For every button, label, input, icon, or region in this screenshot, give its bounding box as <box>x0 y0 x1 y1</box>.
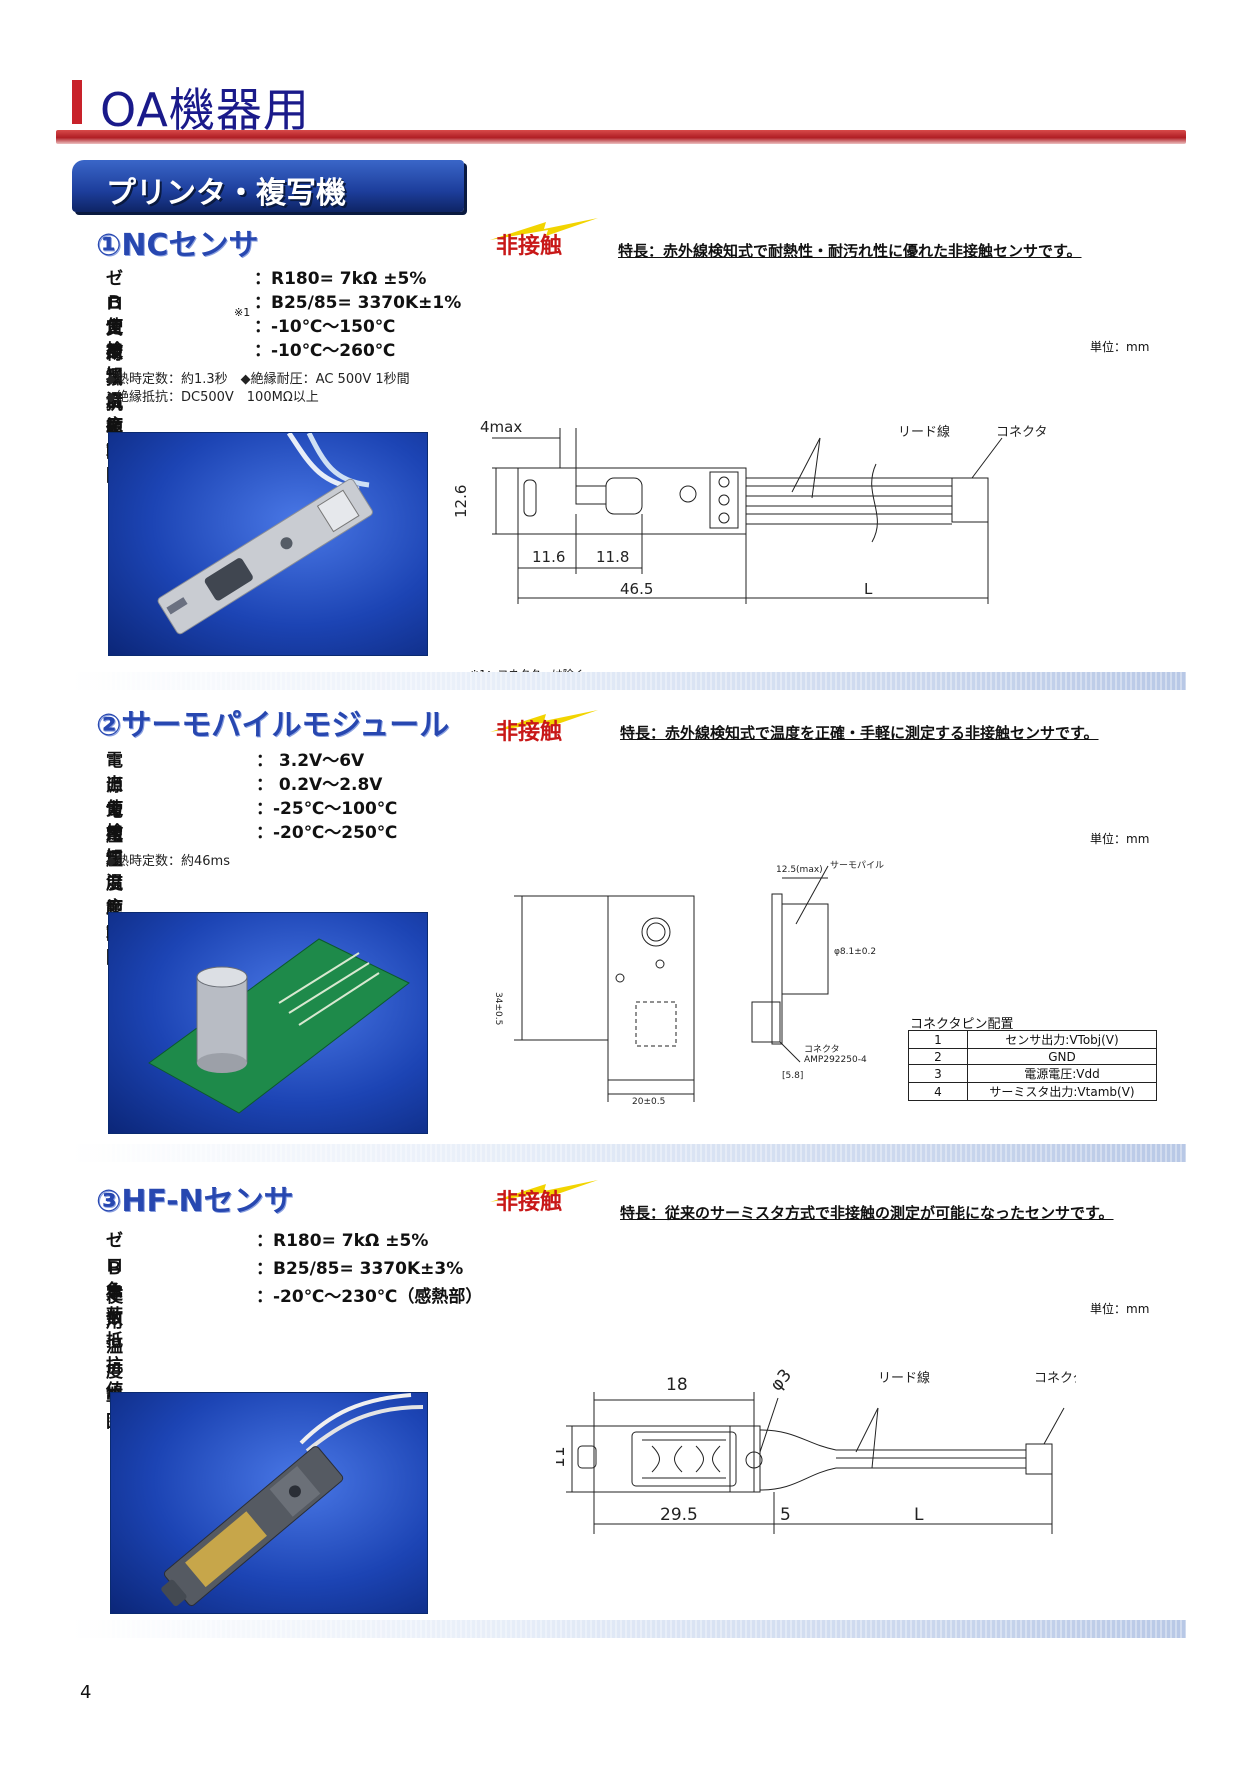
table-row: 3 電源電圧:Vdd <box>908 1064 1157 1083</box>
dim-label: φ8.1±0.2 <box>834 947 876 957</box>
dim-label: 20±0.5 <box>632 1097 665 1107</box>
note-line: ◆絶縁抵抗：DC500V 100MΩ以上 <box>106 390 319 405</box>
note-line: ◆熱時定数：約1.3秒 ◆絶縁耐圧：AC 500V 1秒間 <box>106 372 410 387</box>
spec-value: ：B25/85= 3370K±1% <box>254 293 462 313</box>
thermopile-label: サーモパイル <box>830 860 884 871</box>
spec-label: 出力電圧 <box>106 775 123 870</box>
dim-label: 46.5 <box>620 580 653 598</box>
footnote-mark: ※1 <box>234 306 251 319</box>
spec-list-nc: ゼロ負荷抵抗値 ：R180= 7kΩ ±5% Ｂ 定 数 ：B25/85= 33… <box>106 264 506 486</box>
connector-pin-table: 1 センサ出力:VTobj(V) 2 GND 3 電源電圧:Vdd 4 サーミス… <box>908 1030 1157 1101</box>
product-photo-nc <box>108 432 428 656</box>
signal-cell: センサ出力:VTobj(V) <box>967 1030 1157 1049</box>
unit-label: 単位：mm <box>1090 1302 1150 1316</box>
product-photo-thermopile <box>108 912 428 1134</box>
dimension-drawing-thermopile: 12.5(max) サーモパイル φ8.1±0.2 34±0.5 20±0.5 … <box>493 860 884 1107</box>
connector-label: コネクタ <box>1034 1371 1076 1386</box>
table-row: 2 GND <box>908 1048 1157 1065</box>
title-accent-bar <box>72 80 82 124</box>
dim-label: 34±0.5 <box>493 992 503 1025</box>
section-tab <box>72 160 464 212</box>
connector-label: コネクタ <box>804 1044 840 1055</box>
lead-wire-label: リード線 <box>898 424 950 440</box>
connector-label: コネクタ <box>996 425 1047 440</box>
dim-label: 18 <box>666 1375 688 1395</box>
lead-wire-label: リード線 <box>878 1370 930 1386</box>
spec-value: ：R180= 7kΩ ±5% <box>254 269 427 289</box>
unit-label: 単位：mm <box>1090 832 1150 846</box>
pin-cell: 3 <box>908 1064 968 1083</box>
connector-part: AMP292250-4 <box>804 1055 867 1065</box>
flash-icon <box>490 218 598 240</box>
page-title: OA機器用 <box>100 83 310 137</box>
page-number: 4 <box>80 1682 92 1703</box>
title-rule <box>56 130 1186 144</box>
spec-value: ：-20℃～250℃ <box>256 823 398 843</box>
dim-label: 4max <box>480 418 522 436</box>
table-row: 1 センサ出力:VTobj(V) <box>908 1030 1157 1049</box>
dim-label: 5 <box>780 1505 791 1525</box>
spec-label: Ｂ 定 数 <box>106 1259 123 1329</box>
dimension-drawing-nc: 4max 12.6 11.6 11.8 46.5 L リード線 コネクタ <box>452 418 1047 604</box>
spec-value: ：R180= 7kΩ ±5% <box>256 1231 429 1251</box>
dim-label: L <box>864 580 873 598</box>
spec-list-hfn: ゼロ負荷抵抗値 ：R180= 7kΩ ±5% Ｂ 定 数 ：B25/85= 33… <box>106 1226 526 1432</box>
product-title-thermopile: ②サーモパイルモジュール <box>96 708 450 743</box>
product-title-hfn: ③HF-Nセンサ <box>96 1184 294 1219</box>
dim-label: 29.5 <box>660 1505 698 1525</box>
pin-cell: 1 <box>908 1030 968 1049</box>
spec-value: ：B25/85= 3370K±3% <box>256 1259 464 1279</box>
product-title-nc: ①NCセンサ <box>96 228 259 263</box>
signal-cell: 電源電圧:Vdd <box>967 1064 1157 1083</box>
dim-label: L <box>914 1505 924 1525</box>
flash-icon <box>490 1180 598 1202</box>
feature-text-hfn: 特長：従来のサーミスタ方式で非接触の測定が可能になったセンサです。 <box>620 1204 1114 1222</box>
spec-value: ：-10℃～150℃ <box>254 317 396 337</box>
dim-label: [5.8] <box>782 1071 803 1081</box>
pin-cell: 4 <box>908 1082 968 1101</box>
spec-value: ：-20℃～230℃（感熱部） <box>256 1287 483 1307</box>
section-divider <box>70 1620 1186 1638</box>
spec-label: 電源電圧 <box>106 751 123 846</box>
feature-text-nc: 特長：赤外線検知式で耐熱性・耐汚れ性に優れた非接触センサです。 <box>618 242 1082 260</box>
dim-label: φ3 <box>767 1365 796 1395</box>
spec-value: ：-25℃～100℃ <box>256 799 398 819</box>
dim-label: 11.6 <box>532 548 565 566</box>
note-line: ◆熱時定数：約46ms <box>106 854 230 869</box>
section-title: プリンタ・複写機 <box>106 176 346 211</box>
section-divider <box>70 672 1186 690</box>
dim-label: 11.8 <box>596 548 629 566</box>
spec-label: Ｂ 定 数 <box>106 293 123 363</box>
dim-label: 12.5(max) <box>776 865 823 875</box>
spec-list-thermopile: 電源電圧 ： 3.2V～6V 出力電圧 ： 0.2V～2.8V 使用温度範囲 ：… <box>106 746 506 968</box>
section-divider <box>70 1144 1186 1162</box>
spec-label: ゼロ負荷抵抗値 <box>106 1231 123 1401</box>
flash-icon <box>490 710 598 732</box>
signal-cell: サーミスタ出力:Vtamb(V) <box>967 1082 1157 1101</box>
table-row: 4 サーミスタ出力:Vtamb(V) <box>908 1082 1157 1101</box>
contact-label-nc: 非接触 <box>496 234 563 259</box>
spec-value: ： 3.2V～6V <box>256 751 365 771</box>
product-photo-hfn <box>110 1392 428 1614</box>
dim-label: 11 <box>556 1446 569 1468</box>
dim-label: 12.6 <box>452 485 470 518</box>
contact-label-thermopile: 非接触 <box>496 720 563 745</box>
connector-table-title: コネクタピン配置 <box>910 1017 1014 1032</box>
feature-text-thermopile: 特長：赤外線検知式で温度を正確・手軽に測定する非接触センサです。 <box>620 724 1099 742</box>
signal-cell: GND <box>967 1048 1157 1065</box>
pin-cell: 2 <box>908 1048 968 1065</box>
spec-value: ： 0.2V～2.8V <box>256 775 383 795</box>
spec-value: ：-10℃～260℃ <box>254 341 396 361</box>
dimension-drawing-hfn: 18 φ3 11 29.5 5 L リード線 コネクタ <box>556 1365 1076 1534</box>
unit-label: 単位：mm <box>1090 340 1150 354</box>
contact-label-hfn: 非接触 <box>496 1190 563 1215</box>
